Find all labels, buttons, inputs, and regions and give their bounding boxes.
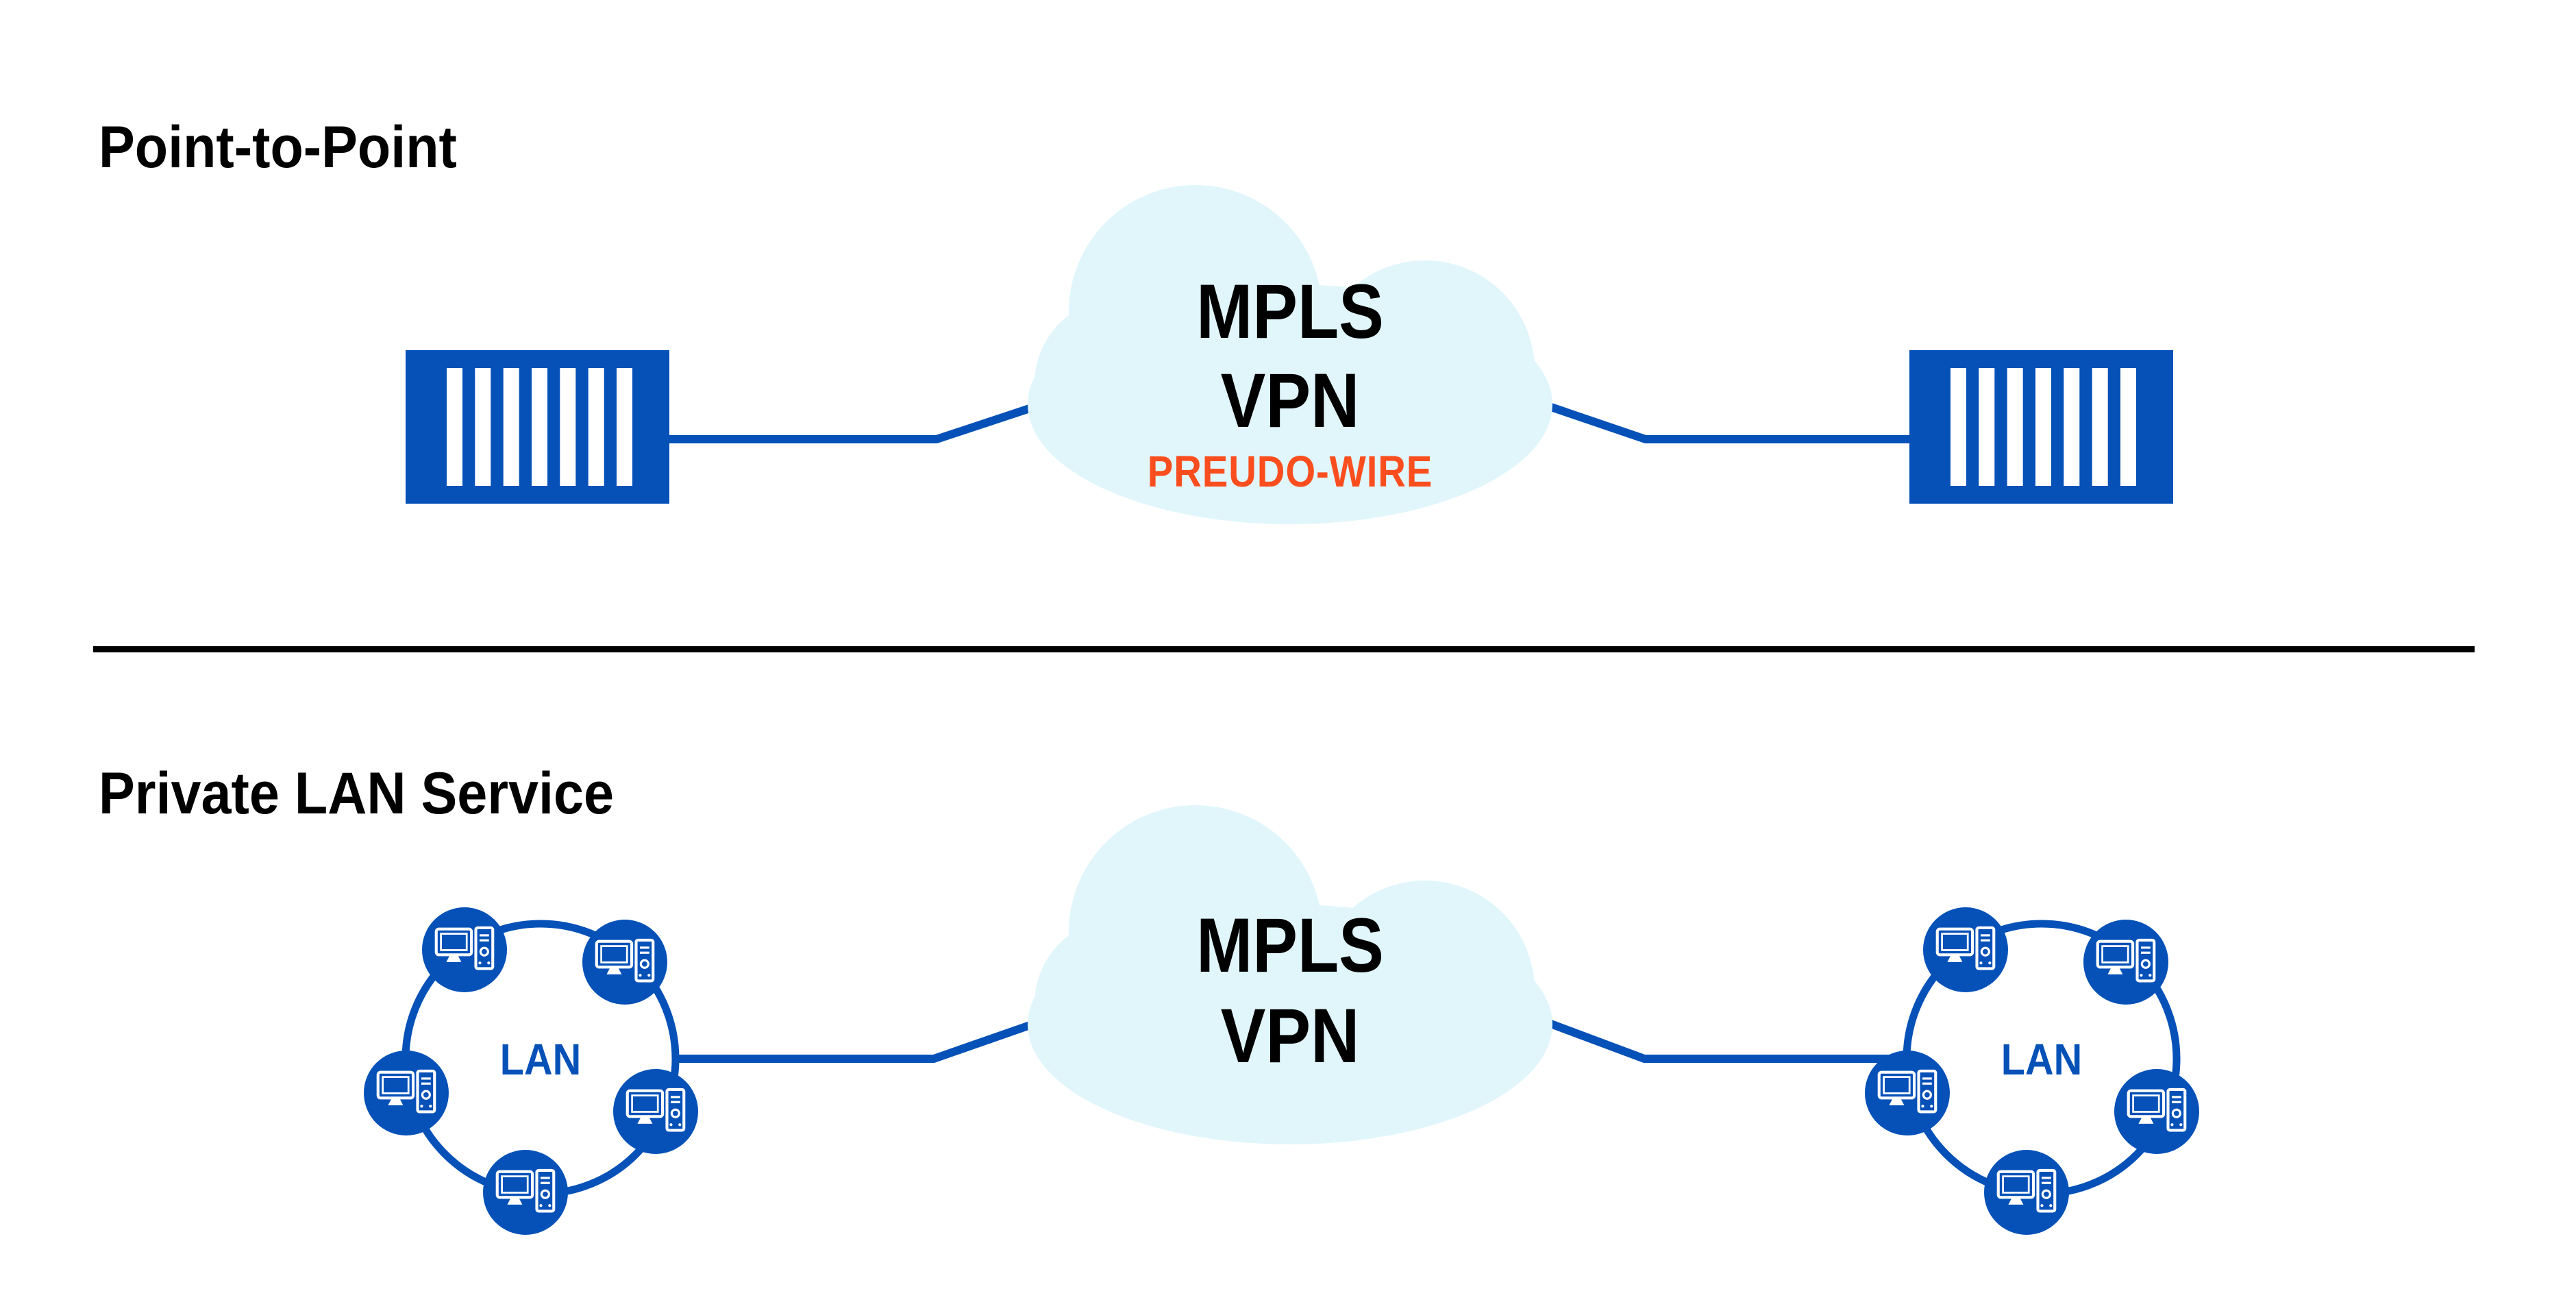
link-cloud-to-right-lan	[1545, 1018, 1918, 1063]
top-cloud-label-line1: MPLS	[1196, 269, 1384, 354]
top-cloud-label-line3: PREUDO-WIRE	[1147, 447, 1433, 496]
top-section-title: Point-to-Point	[99, 114, 457, 180]
left-switch	[406, 350, 669, 504]
link-left-lan-to-cloud	[676, 1018, 1039, 1063]
bottom-section-title: Private LAN Service	[99, 761, 615, 826]
link-cloud-to-right-switch	[1546, 402, 1913, 443]
bottom-cloud-label-line1: MPLS	[1196, 902, 1384, 988]
bottom-cloud-label-line2: VPN	[1220, 993, 1360, 1079]
right-switch	[1909, 350, 2173, 504]
right-lan-label: LAN	[2001, 1035, 2083, 1084]
left-lan-label: LAN	[499, 1035, 582, 1084]
link-left-switch-to-cloud	[669, 402, 1039, 443]
top-cloud-label-line2: VPN	[1220, 358, 1360, 443]
section-divider-line	[93, 646, 2475, 652]
